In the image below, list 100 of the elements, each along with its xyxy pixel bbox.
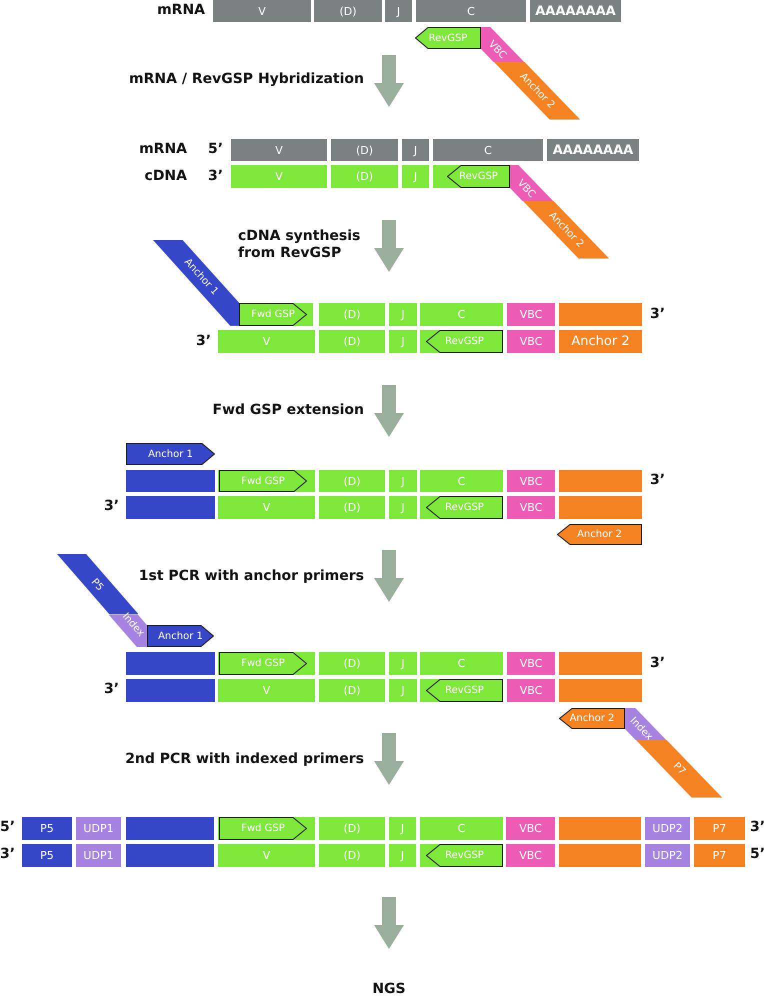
sequence-segment: J (389, 817, 416, 840)
sequence-segment: (D) (319, 817, 385, 840)
sequence-segment: VBC (507, 470, 555, 492)
sequence-segment: VBC (507, 330, 555, 353)
sequence-segment: P7 (694, 817, 745, 840)
primer-segment: P7 (636, 740, 722, 798)
sequence-segment: C (420, 303, 503, 326)
sequence-segment: P7 (694, 844, 745, 867)
step-label: Fwd GSP extension (212, 402, 364, 419)
sequence-segment: V (218, 679, 315, 702)
sequence-segment: J (402, 139, 429, 161)
blank-segment (126, 470, 215, 492)
sequence-segment: VBC (507, 496, 555, 519)
primer-block: Fwd GSP (239, 303, 307, 326)
end-label: 3’ (196, 333, 212, 350)
sequence-segment: C (433, 139, 543, 161)
strand-label: cDNA (144, 168, 187, 185)
sequence-segment: VBC (506, 817, 555, 840)
blank-segment (559, 652, 642, 675)
blank-segment (433, 165, 510, 188)
sequence-segment: V (231, 165, 327, 188)
sequence-segment: VBC (507, 679, 555, 702)
sequence-segment: V (213, 0, 311, 22)
sequence-segment: VBC (507, 303, 555, 326)
end-label: 3’ (750, 819, 766, 836)
end-label: 3’ (650, 655, 666, 672)
sequence-segment: V (218, 496, 315, 519)
sequence-segment: (D) (319, 844, 385, 867)
result-label: NGS (371, 981, 407, 998)
step-label: cDNA synthesis from RevGSP (238, 228, 362, 262)
blank-segment (559, 496, 642, 519)
primer-block: Anchor 2 (557, 524, 642, 545)
sequence-segment: (D) (319, 679, 385, 702)
primer-block: RevGSP (415, 27, 481, 49)
sequence-segment: V (218, 844, 315, 867)
primer-block: RevGSP (426, 844, 503, 867)
end-label: 5’ (0, 819, 16, 836)
sequence-segment: Anchor 2 (559, 330, 642, 353)
sequence-segment: J (402, 165, 429, 188)
sequence-segment: J (389, 679, 417, 702)
blank-segment (126, 496, 215, 519)
sequence-segment: VBC (506, 844, 555, 867)
sequence-segment: C (420, 652, 503, 675)
step-label: 1st PCR with anchor primers (138, 568, 364, 585)
blank-segment (126, 817, 214, 840)
sequence-segment: (D) (314, 0, 382, 22)
step-label: mRNA / RevGSP Hybridization (129, 71, 364, 88)
blank-segment (126, 679, 215, 702)
blank-segment (559, 303, 642, 326)
strand-label: mRNA (139, 141, 187, 158)
end-label: 5’ (750, 846, 766, 863)
sequence-segment: (D) (319, 496, 385, 519)
sequence-segment: V (231, 139, 327, 161)
sequence-segment: UDP2 (645, 844, 690, 867)
sequence-segment: (D) (331, 139, 398, 161)
sequence-segment: VBC (507, 652, 555, 675)
sequence-segment: UDP1 (76, 844, 121, 867)
sequence-segment: UDP2 (645, 817, 690, 840)
sequence-segment: P5 (22, 844, 72, 867)
sequence-segment: V (218, 330, 315, 353)
end-label: 3’ (650, 306, 666, 323)
primer-block: RevGSP (447, 165, 510, 188)
sequence-segment: (D) (331, 165, 398, 188)
sequence-segment: J (385, 0, 412, 22)
sequence-segment: (D) (319, 303, 385, 326)
sequence-segment: C (420, 817, 503, 840)
blank-segment (126, 844, 214, 867)
sequence-segment: J (389, 652, 417, 675)
primer-block: RevGSP (426, 330, 503, 353)
primer-block: Fwd GSP (219, 652, 307, 675)
end-label: 3’ (104, 681, 120, 698)
end-label: 3’ (0, 846, 16, 863)
sequence-segment: J (389, 844, 416, 867)
primer-block: Anchor 1 (126, 443, 215, 465)
sequence-segment: J (389, 496, 417, 519)
step-label: 2nd PCR with indexed primers (125, 751, 364, 768)
blank-segment (559, 679, 642, 702)
sequence-segment: (D) (319, 470, 385, 492)
sequence-segment: C (420, 470, 503, 492)
sequence-segment: AAAAAAAA (547, 139, 639, 161)
sequence-segment: (D) (319, 330, 385, 353)
end-label: 5’ (208, 141, 224, 158)
end-label: 3’ (104, 498, 120, 515)
sequence-segment: J (389, 330, 417, 353)
primer-block: Fwd GSP (219, 470, 307, 492)
primer-block: RevGSP (426, 496, 503, 519)
blank-segment (559, 844, 641, 867)
primer-block: Anchor 2 (559, 708, 625, 729)
sequence-segment: (D) (319, 652, 385, 675)
blank-segment (559, 470, 642, 492)
primer-block: Fwd GSP (219, 817, 307, 840)
sequence-segment: J (389, 470, 417, 492)
sequence-segment: AAAAAAAA (530, 0, 621, 22)
end-label: 3’ (208, 168, 224, 185)
sequence-segment: P5 (22, 817, 72, 840)
blank-segment (126, 652, 215, 675)
primer-block: Anchor 1 (147, 625, 214, 647)
end-label: 3’ (650, 472, 666, 489)
strand-label: mRNA (157, 2, 205, 19)
sequence-segment: J (389, 303, 417, 326)
